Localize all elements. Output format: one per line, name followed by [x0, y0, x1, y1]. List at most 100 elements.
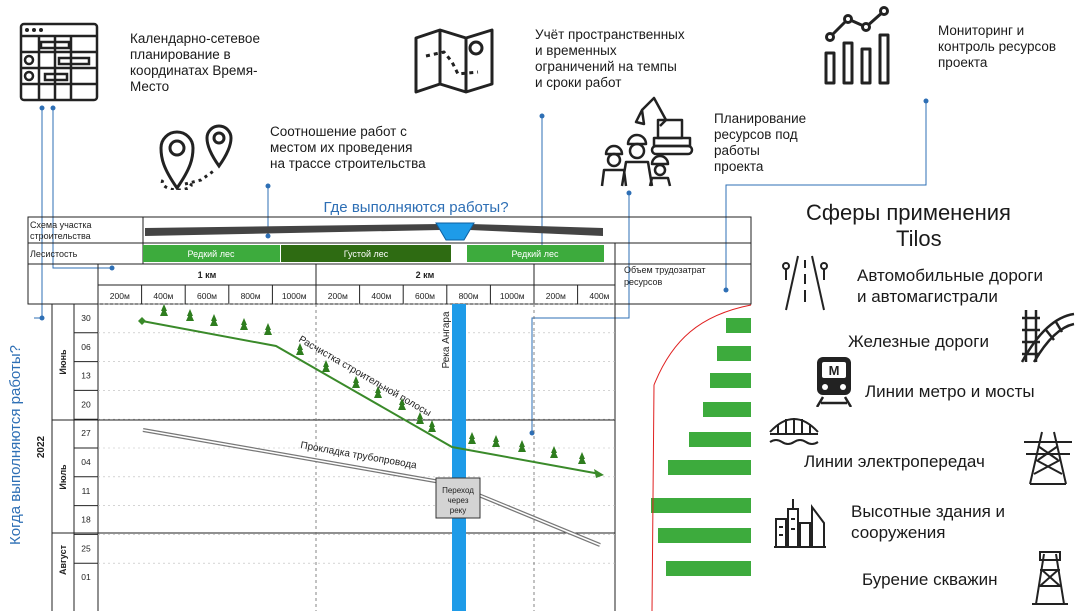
- forest-bar: Редкий лес Густой лес Редкий лес: [143, 245, 604, 262]
- day-label: 06: [81, 342, 91, 352]
- tree-marker: [428, 423, 436, 432]
- tree-marker-top: [469, 432, 475, 439]
- tree-marker: [374, 389, 382, 398]
- resource-bar: [689, 432, 751, 447]
- resource-bar: [710, 373, 751, 388]
- tree-marker-top: [417, 412, 423, 419]
- forest-label-sparse-1: Редкий лес: [188, 249, 235, 259]
- tree-marker-top: [323, 360, 329, 367]
- distance-tick-label: 800м: [241, 291, 261, 301]
- resource-bar: [717, 346, 751, 361]
- month-june: Июнь: [58, 349, 68, 375]
- resource-bar: [658, 528, 751, 543]
- river-label: Река Ангара: [441, 311, 452, 368]
- drilling-rig-icon: [1032, 551, 1068, 605]
- tree-marker-top: [399, 398, 405, 405]
- svg-text:Переход: Переход: [442, 486, 474, 495]
- tree-marker: [264, 326, 272, 335]
- metro-icon: М: [815, 357, 853, 407]
- diagram-title-when: Когда выполняются работы?: [7, 345, 24, 545]
- sphere-metro: Линии метро и мосты: [865, 382, 1035, 401]
- distance-tick-label: 200м: [110, 291, 130, 301]
- tree-marker: [240, 321, 248, 330]
- tree-marker: [296, 346, 304, 355]
- tree-marker: [518, 443, 526, 452]
- tree-marker-top: [519, 440, 525, 447]
- distance-tick-label: 400м: [589, 291, 609, 301]
- svg-text:реку: реку: [450, 506, 467, 515]
- day-label: 13: [81, 371, 91, 381]
- km-label-2: 2 км: [416, 270, 435, 280]
- distance-tick-label: 400м: [153, 291, 173, 301]
- feature-text-monitoring: Мониторинг и контроль ресурсов проекта: [938, 23, 1057, 70]
- tree-marker-top: [429, 420, 435, 427]
- day-label: 27: [81, 428, 91, 438]
- day-label: 18: [81, 515, 91, 525]
- tree-marker-top: [353, 376, 359, 383]
- feature-text-pins: Соотношение работ с местом их проведения…: [270, 124, 426, 171]
- distance-tick-label: 800м: [459, 291, 479, 301]
- distance-tick-label: 400м: [371, 291, 391, 301]
- spheres-title-2: Tilos: [896, 226, 942, 251]
- tree-marker-top: [241, 318, 247, 325]
- road-icon: [782, 255, 828, 311]
- tree-marker: [322, 363, 330, 372]
- tree-marker: [186, 312, 194, 321]
- tree-marker-top: [211, 314, 217, 321]
- river-band: [452, 304, 466, 611]
- resource-bar: [668, 460, 751, 475]
- spheres-title-1: Сферы применения: [806, 200, 1011, 225]
- tree-marker-top: [187, 309, 193, 316]
- tree-marker-top: [375, 386, 381, 393]
- resource-bar: [651, 498, 751, 513]
- task-clearing-label: Расчистка строительной полосы: [297, 334, 433, 419]
- workers-excavator-icon: [600, 96, 694, 187]
- bridge-icon: [769, 418, 819, 445]
- sphere-drilling: Бурение скважин: [862, 570, 998, 589]
- day-label: 30: [81, 313, 91, 323]
- tree-marker: [352, 379, 360, 388]
- row-label-scheme-2: строительства: [30, 231, 91, 241]
- crossing-box: Переход через реку: [435, 477, 481, 519]
- resources-label-2: ресурсов: [624, 277, 663, 287]
- feature-text-gantt: Календарно-сетевое планирование в коорди…: [130, 31, 260, 94]
- year-label: 2022: [36, 435, 47, 458]
- road-scheme: [145, 222, 603, 241]
- railway-icon: [1020, 310, 1075, 363]
- row-label-forest: Лесистость: [30, 249, 78, 259]
- connector-lines: [34, 101, 927, 433]
- tree-marker-top: [579, 452, 585, 459]
- task-clearing: [138, 317, 604, 478]
- resources-label-1: Объем трудозатрат: [624, 265, 706, 275]
- resource-bar: [666, 561, 751, 576]
- km-label-1: 1 км: [198, 270, 217, 280]
- tree-marker-top: [493, 435, 499, 442]
- tree-marker-top: [161, 304, 167, 311]
- distance-tick-label: 1000м: [282, 291, 307, 301]
- day-label: 20: [81, 399, 91, 409]
- distance-tick-label: 200м: [546, 291, 566, 301]
- distance-tick-label: 1000м: [500, 291, 525, 301]
- map-route-icon: [414, 28, 494, 94]
- feature-text-resources: Планирование ресурсов под работы проекта: [714, 111, 807, 174]
- day-label: 01: [81, 572, 91, 582]
- tree-marker: [398, 401, 406, 410]
- distance-tick-label: 600м: [415, 291, 435, 301]
- tree-marker-top: [551, 446, 557, 453]
- forest-label-sparse-2: Редкий лес: [512, 249, 559, 259]
- day-label: 04: [81, 457, 91, 467]
- diagram-title-where: Где выполняются работы?: [323, 199, 508, 216]
- resource-bar: [726, 318, 751, 333]
- tree-marker: [416, 415, 424, 424]
- month-august: Август: [58, 544, 68, 575]
- tree-marker: [492, 438, 500, 447]
- tree-marker: [210, 317, 218, 326]
- month-july: Июль: [58, 464, 68, 490]
- task-pipeline: [142, 428, 601, 547]
- tree-marker-top: [265, 323, 271, 330]
- day-label: 25: [81, 543, 91, 553]
- resource-histogram: [651, 318, 751, 576]
